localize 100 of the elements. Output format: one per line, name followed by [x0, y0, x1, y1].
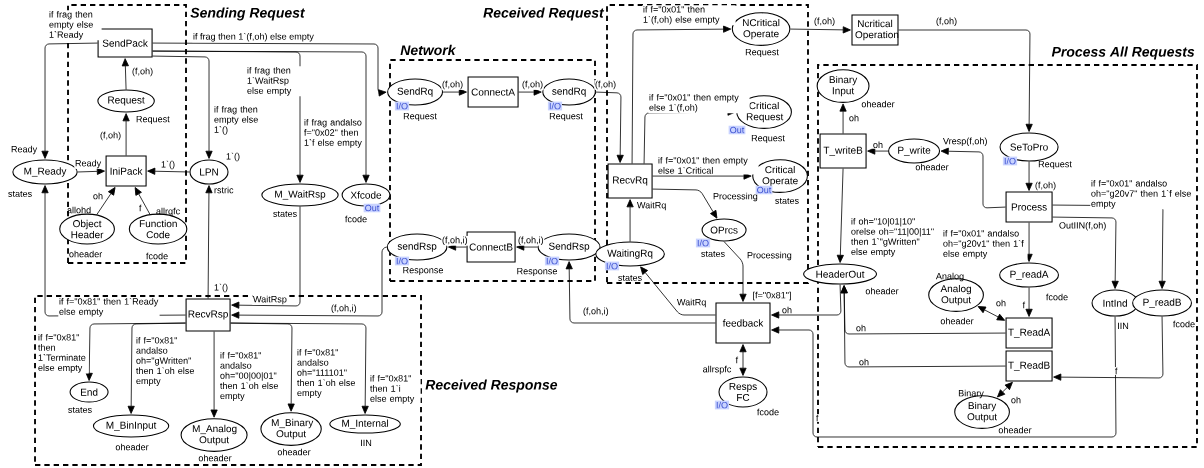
arc [448, 243, 467, 251]
annotation-text: fcode [1046, 293, 1068, 301]
arc-label: oh [848, 114, 860, 122]
arc [442, 88, 467, 96]
arc [127, 322, 186, 414]
arc [595, 91, 624, 163]
arc-label: OutIIN(f,oh) [1058, 221, 1107, 232]
arc-label: (f,oh) [99, 131, 122, 141]
port-tag: I/O [714, 400, 730, 410]
arc-label: oh [1010, 396, 1022, 404]
arc-label: oh [855, 324, 867, 332]
transition-box: ConnectB [466, 231, 516, 263]
arc-label: oh [872, 140, 884, 149]
arc-label: if f="0x81" then 1`Terminate else empty [37, 333, 89, 374]
arc [652, 188, 718, 219]
annotation-text: oheader [940, 317, 974, 325]
arc [898, 29, 1033, 132]
arc-label: if frag then empty else 1`() [213, 105, 265, 136]
annotation-text: states [68, 407, 92, 413]
annotation-text: fcode [1173, 320, 1195, 328]
port-tag: I/O [547, 101, 563, 111]
arc-label: if f="0x81" andalso oh="gWritten" then 1`oh else empty [135, 336, 199, 387]
annotation-text: oheader [865, 287, 899, 295]
annotation-text: fcode [345, 215, 367, 223]
annotation-text: Request [136, 115, 170, 125]
arc-label: f [734, 356, 739, 364]
arc-label: f [1114, 367, 1119, 375]
arc-label: Processing [746, 251, 793, 261]
transition-box: Ncritical Operation [851, 14, 899, 46]
annotation-text: oheader [277, 448, 311, 456]
annotation-text: Request [403, 112, 437, 122]
arc [652, 172, 752, 180]
arc-label: (f,oh) [131, 67, 154, 77]
annotation-text: Response [403, 266, 443, 276]
annotation-text: allohd [67, 206, 91, 214]
port-tag: Out [363, 203, 381, 213]
port-tag: I/O [604, 261, 620, 271]
arc-label: if frag then empty else 1`Ready [48, 10, 102, 41]
annotation-text: oheader [998, 426, 1032, 434]
annotation-text: Request [1038, 160, 1072, 170]
annotation-text: Request [751, 134, 785, 144]
arc [771, 284, 842, 319]
port-tag: I/O [394, 256, 410, 266]
annotation-text: fcode [146, 252, 168, 260]
arc-label: WaitRq [636, 201, 667, 211]
transition-box: RecvRsp [185, 298, 231, 332]
annotation-text: states [273, 211, 297, 217]
annotation-text: states [8, 191, 32, 197]
arc-label: f [815, 414, 820, 422]
region-title: Received Response [425, 379, 558, 393]
arc [739, 344, 747, 376]
arc [565, 261, 716, 324]
port-tag: I/O [1002, 156, 1018, 166]
annotation-text: [f="0x81"] [753, 291, 791, 301]
arc [152, 50, 370, 183]
arc-label: if f="0x01" andalso oh="g20v7" then 1`f else empty [1090, 179, 1194, 210]
arc-label: if f="0x01" then empty else 1`Critical [657, 156, 759, 175]
arc-label: f [1021, 301, 1026, 309]
arc [640, 266, 716, 316]
annotation-text: oheader [69, 250, 103, 258]
arc [1025, 161, 1033, 191]
arc-label: oh [781, 306, 793, 314]
arc [1053, 316, 1164, 381]
arc-label: (f,oh) [1034, 181, 1057, 191]
annotation-text: oheader [861, 100, 895, 108]
annotation-text: Request [745, 48, 779, 58]
transition-box: feedback [715, 302, 771, 344]
arc-label: (f,oh,i) [330, 303, 358, 314]
arc [840, 285, 1006, 368]
arc-label: if f="0x01" then 1`(f,oh) else empty [642, 5, 736, 26]
arc-label: if frag then 1`WaitRsp else empty [246, 66, 302, 97]
arc-label: (f,oh) [441, 80, 464, 90]
transition-box: ConnectA [467, 76, 519, 108]
annotation-text: oheader [915, 163, 949, 171]
arc [96, 187, 116, 215]
arc-label: (f,oh,i) [582, 306, 610, 317]
region-title: Process All Requests [1051, 46, 1195, 60]
arc-label: (f,oh) [594, 80, 617, 90]
region-title: Sending Request [190, 7, 306, 21]
arc [231, 246, 388, 319]
arc [839, 103, 847, 134]
arc [626, 199, 634, 242]
arc-label: Ready [74, 159, 102, 169]
port-tag: I/O [394, 101, 410, 111]
transition-box: RecvRq [607, 163, 653, 199]
arc [121, 58, 129, 90]
arc [940, 147, 1006, 209]
arc-label: if frag then 1`(f,oh) else empty [192, 32, 315, 43]
transition-box: SendPack [97, 28, 153, 58]
arc-label: WaitRsp [252, 295, 288, 305]
port-tag: Out [728, 125, 746, 135]
arc-label: if f="0x01" then empty else 1`(f,oh) [648, 93, 750, 114]
arc-label: if frag andalso f="0x02" then 1`f else empty [303, 118, 365, 149]
annotation-text: Response [517, 267, 557, 277]
annotation-text: IIN [361, 439, 372, 447]
arc [771, 316, 1117, 438]
arc [997, 381, 1013, 398]
transition-box: Process [1005, 191, 1053, 223]
annotation-text: 1`() [226, 152, 240, 162]
arc-label: oh [858, 358, 870, 366]
